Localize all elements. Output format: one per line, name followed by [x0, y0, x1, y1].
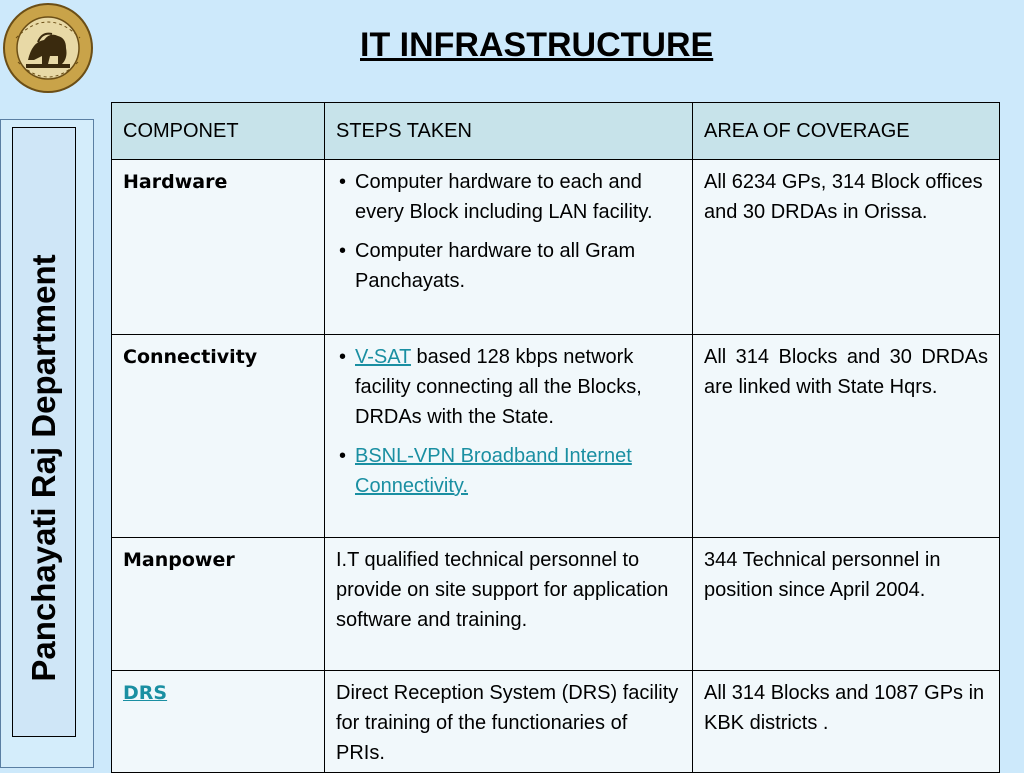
coverage-drs: All 314 Blocks and 1087 GPs in KBK distr… [692, 670, 1000, 773]
header-component: COMPONET [111, 102, 325, 160]
step-item: V-SAT based 128 kbps network facility co… [336, 342, 681, 432]
vsat-link[interactable]: V-SAT [355, 346, 411, 368]
infrastructure-table: COMPONET STEPS TAKEN AREA OF COVERAGE Ha… [111, 102, 1000, 773]
step-item: Computer hardware to all Gram Panchayats… [336, 236, 681, 296]
header-coverage: AREA OF COVERAGE [692, 102, 1000, 160]
bsnl-vpn-link[interactable]: BSNL-VPN Broadband Internet Connectivity… [355, 445, 632, 497]
table-header-row: COMPONET STEPS TAKEN AREA OF COVERAGE [111, 102, 1000, 160]
table-row-drs: DRS Direct Reception System (DRS) facili… [111, 670, 1000, 773]
step-item: BSNL-VPN Broadband Internet Connectivity… [336, 441, 681, 501]
component-drs: DRS [111, 670, 325, 773]
side-label: Panchayati Raj Department [25, 254, 62, 682]
page-title: IT INFRASTRUCTURE [360, 26, 714, 64]
steps-drs: Direct Reception System (DRS) facility f… [324, 670, 693, 773]
table-row-hardware: Hardware Computer hardware to each and e… [111, 159, 1000, 335]
header-steps: STEPS TAKEN [324, 102, 693, 160]
component-manpower: Manpower [111, 537, 325, 671]
coverage-hardware: All 6234 GPs, 314 Block offices and 30 D… [692, 159, 1000, 335]
coverage-manpower: 344 Technical personnel in position sinc… [692, 537, 1000, 671]
step-item: Computer hardware to each and every Bloc… [336, 167, 681, 227]
drs-link[interactable]: DRS [123, 682, 168, 704]
component-connectivity: Connectivity [111, 334, 325, 538]
table-row-manpower: Manpower I.T qualified technical personn… [111, 537, 1000, 671]
table-row-connectivity: Connectivity V-SAT based 128 kbps networ… [111, 334, 1000, 538]
coverage-connectivity: All 314 Blocks and 30 DRDAs are linked w… [692, 334, 1000, 538]
steps-hardware: Computer hardware to each and every Bloc… [324, 159, 693, 335]
steps-manpower: I.T qualified technical personnel to pro… [324, 537, 693, 671]
steps-connectivity: V-SAT based 128 kbps network facility co… [324, 334, 693, 538]
odisha-emblem-logo [3, 3, 93, 93]
side-label-box [12, 127, 76, 737]
component-hardware: Hardware [111, 159, 325, 335]
vsat-text: based 128 kbps network facility connecti… [355, 346, 642, 428]
